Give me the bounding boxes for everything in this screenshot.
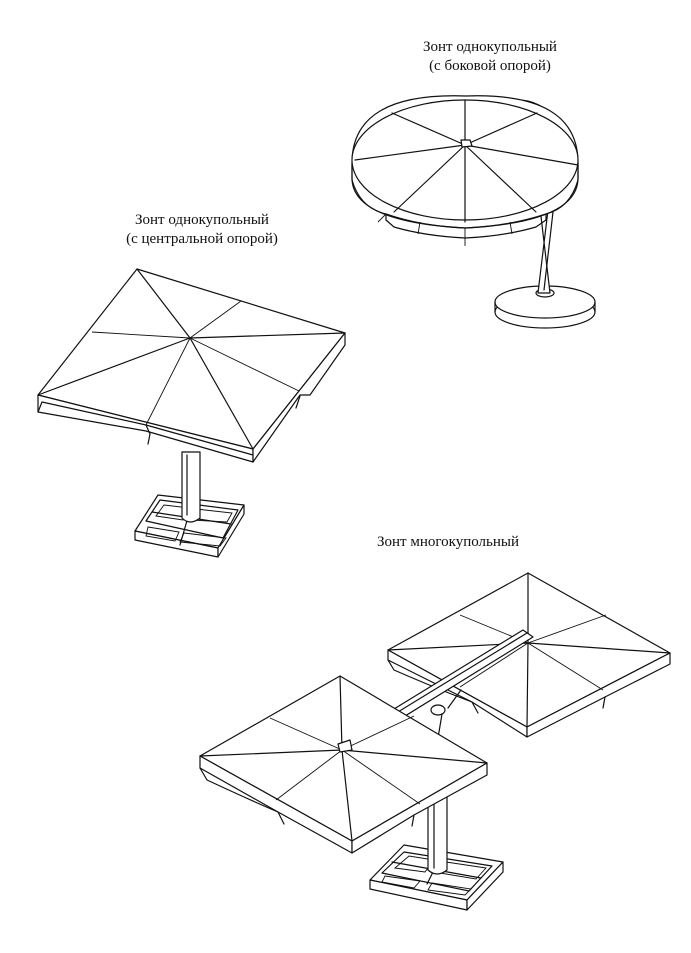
caption-central-support: Зонт однокупольный (с центральной опорой… — [92, 211, 312, 249]
caption-side-support: Зонт однокупольный (с боковой опорой) — [380, 38, 600, 76]
caption-multi-dome: Зонт многокупольный — [338, 533, 558, 552]
caption-side-support-line2: (с боковой опорой) — [429, 58, 551, 74]
multi-dome-umbrella-drawing — [199, 572, 671, 911]
multi-pole — [427, 789, 448, 875]
round-base — [494, 285, 596, 329]
side-support-umbrella-drawing — [351, 95, 596, 329]
square-canopy — [37, 268, 346, 463]
caption-central-support-line1: Зонт однокупольный — [135, 212, 269, 228]
central-pole — [181, 451, 201, 523]
caption-side-support-line1: Зонт однокупольный — [423, 39, 557, 55]
central-support-umbrella-drawing — [37, 268, 346, 558]
front-canopy — [199, 675, 488, 854]
rear-canopy — [387, 572, 671, 738]
caption-central-support-line2: (с центральной опорой) — [126, 231, 278, 247]
round-canopy — [351, 95, 579, 246]
caption-multi-dome-line1: Зонт многокупольный — [376, 534, 519, 550]
